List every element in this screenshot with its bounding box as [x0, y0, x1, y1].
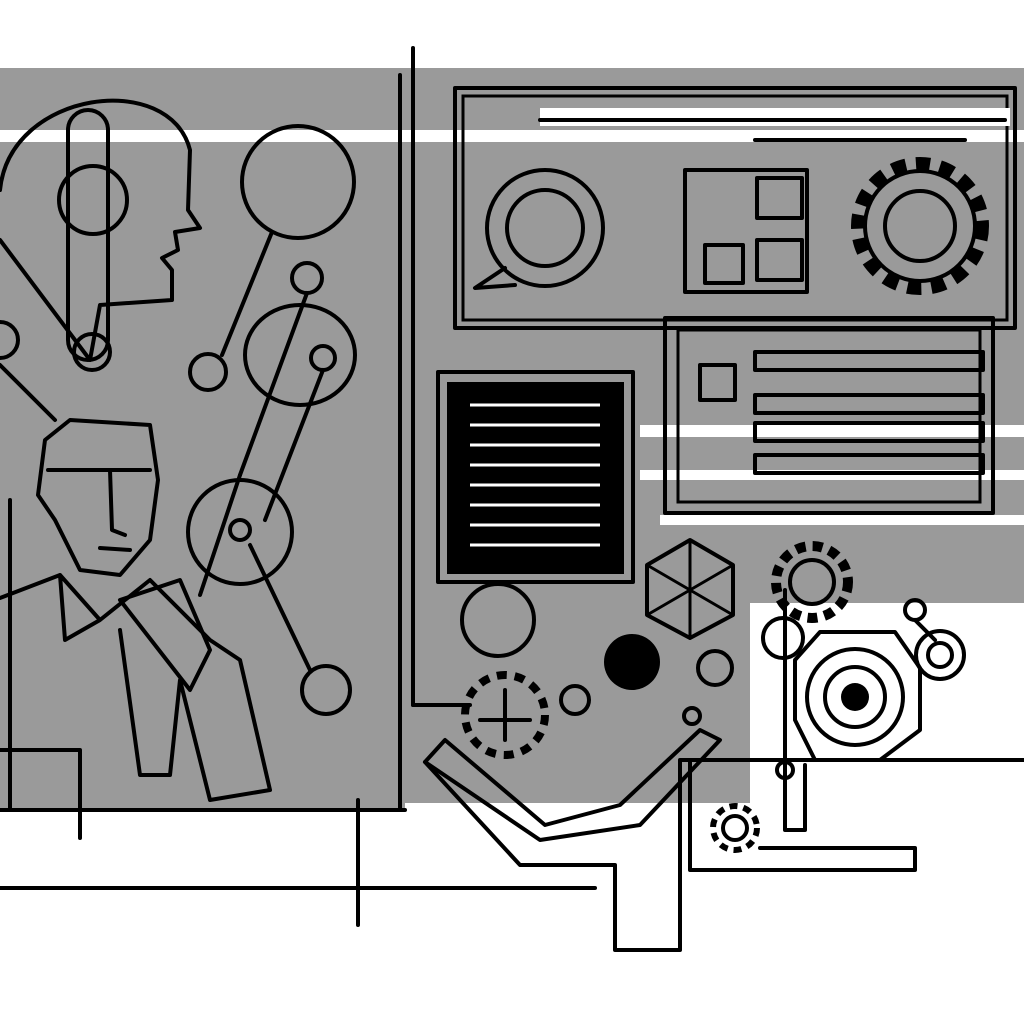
gear-icon [851, 157, 989, 295]
document-icon [436, 370, 635, 584]
left-panel [0, 68, 405, 810]
head-profile-icon [0, 98, 202, 422]
highlight-stripe [660, 515, 1024, 525]
machinery [423, 538, 1024, 952]
molecule-icon [645, 538, 735, 640]
highlight-stripe [640, 425, 1024, 437]
frame-lines [0, 46, 597, 927]
gear-icon [461, 671, 549, 759]
gear-icon [710, 803, 760, 853]
chat-bubble-icon [473, 168, 605, 290]
settings-window [663, 316, 995, 515]
valve-icon [793, 630, 922, 762]
gear-icon [771, 541, 853, 623]
node-network-icon [186, 124, 357, 716]
dashboard-window [453, 86, 1017, 330]
grid-icon [683, 168, 809, 294]
